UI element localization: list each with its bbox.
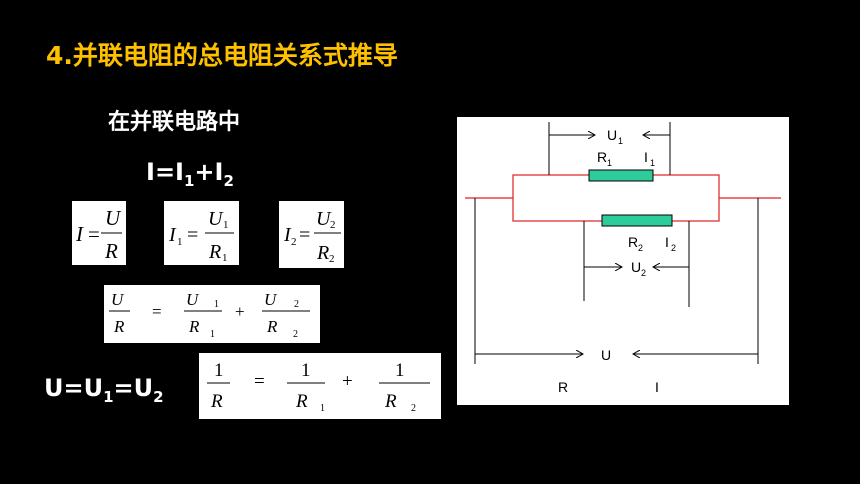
formula-ohm-total: I = U R (72, 201, 126, 265)
svg-text:R: R (113, 317, 125, 336)
svg-text:I: I (665, 234, 669, 250)
svg-text:U: U (631, 259, 641, 275)
svg-text:1: 1 (210, 329, 215, 340)
voltage-law: U=U1=U2 (44, 374, 164, 406)
parallel-circuit-diagram: U 1 R 1 I 1 R 2 I 2 U 2 U R I (457, 117, 789, 405)
svg-text:=: = (299, 224, 310, 246)
svg-text:1: 1 (223, 219, 229, 231)
svg-text:=: = (187, 224, 198, 246)
svg-text:2: 2 (293, 329, 298, 340)
svg-text:R: R (208, 241, 221, 263)
svg-text:1: 1 (222, 252, 228, 264)
svg-text:I: I (283, 224, 292, 246)
svg-text:+: + (342, 371, 353, 392)
svg-text:I: I (655, 379, 659, 395)
svg-text:2: 2 (641, 268, 646, 278)
svg-text:2: 2 (329, 253, 335, 265)
svg-text:U: U (111, 290, 125, 309)
svg-text:R: R (384, 391, 397, 412)
svg-text:R: R (628, 234, 638, 250)
svg-text:R: R (558, 379, 568, 395)
resistor-r1 (588, 169, 654, 182)
svg-text:2: 2 (411, 403, 416, 414)
svg-text:2: 2 (330, 219, 336, 231)
svg-text:1: 1 (650, 158, 655, 168)
svg-text:R: R (188, 317, 200, 336)
svg-text:1: 1 (214, 299, 219, 310)
svg-text:R: R (316, 242, 329, 264)
svg-text:U: U (208, 208, 224, 230)
svg-text:1: 1 (618, 136, 623, 146)
svg-text:=: = (88, 222, 100, 246)
svg-text:U: U (607, 127, 617, 143)
svg-text:1: 1 (395, 360, 405, 381)
svg-text:1: 1 (177, 236, 183, 248)
svg-text:R: R (597, 149, 607, 165)
svg-text:U: U (105, 206, 122, 230)
svg-text:R: R (210, 391, 223, 412)
circuit-wires (465, 174, 781, 222)
svg-text:I: I (75, 222, 84, 246)
svg-text:=: = (254, 371, 265, 392)
svg-text:2: 2 (671, 243, 676, 253)
svg-text:+: + (235, 302, 245, 321)
svg-text:R: R (266, 317, 278, 336)
svg-text:I: I (168, 224, 177, 246)
formula-ohm-branch-2: I 2 = U 2 R 2 (279, 201, 344, 268)
svg-text:U: U (601, 347, 611, 363)
svg-text:U: U (316, 208, 332, 230)
formula-ohm-branch-1: I 1 = U 1 R 1 (164, 201, 239, 265)
svg-text:1: 1 (607, 158, 612, 168)
slide-title: 4.并联电阻的总电阻关系式推导 (46, 41, 398, 70)
resistor-r2 (601, 214, 673, 227)
svg-text:U: U (186, 290, 200, 309)
svg-text:R: R (295, 391, 308, 412)
svg-text:I: I (644, 149, 648, 165)
formula-voltage-sum: U R = U 1 R 1 + U 2 R 2 (104, 285, 320, 343)
svg-text:=: = (152, 302, 162, 321)
svg-text:2: 2 (294, 299, 299, 310)
svg-text:R: R (104, 239, 118, 263)
svg-text:2: 2 (291, 236, 297, 248)
section-subtitle: 在并联电路中 (108, 110, 241, 135)
formula-reciprocal-sum: 1 R = 1 R 1 + 1 R 2 (199, 353, 441, 419)
svg-text:1: 1 (320, 403, 325, 414)
current-law: I=I1+I2 (146, 158, 234, 190)
svg-text:1: 1 (214, 360, 224, 381)
svg-text:1: 1 (301, 360, 311, 381)
svg-text:U: U (264, 290, 278, 309)
svg-text:2: 2 (638, 243, 643, 253)
